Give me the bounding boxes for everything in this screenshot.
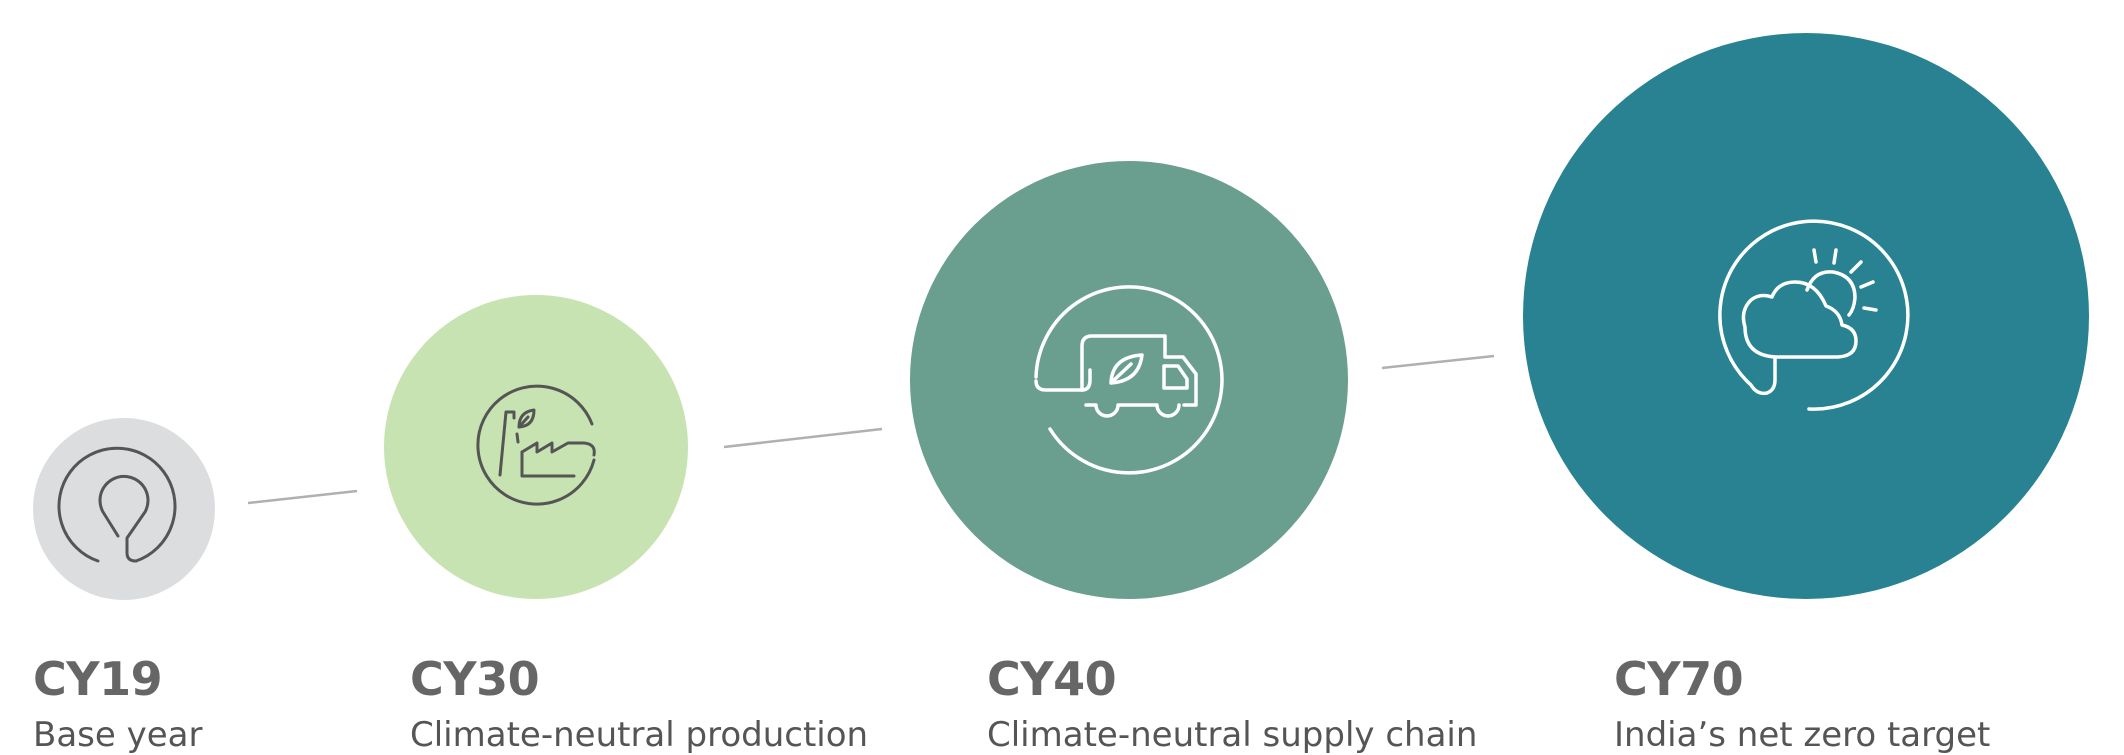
- milestone-caption: Base year: [33, 715, 203, 755]
- milestone-year: CY30: [410, 652, 540, 706]
- location-pin-icon: [57, 446, 177, 563]
- milestone-caption: Climate-neutral production: [410, 715, 869, 755]
- milestone-year: CY70: [1614, 652, 1744, 706]
- milestone-label-cy19: CY19 Base year: [33, 656, 202, 752]
- milestone-caption: India’s net zero target: [1614, 715, 1991, 755]
- green-truck-icon: [1034, 285, 1224, 475]
- milestone-label-cy70: CY70 India’s net zero target: [1614, 656, 1990, 752]
- milestone-year: CY19: [33, 652, 163, 706]
- cloud-sun-icon: [1718, 219, 1910, 411]
- green-factory-icon: [476, 384, 596, 506]
- milestone-label-cy30: CY30 Climate-neutral production: [410, 656, 868, 752]
- milestone-circle-cy40: [910, 161, 1348, 599]
- milestone-circle-cy30: [384, 295, 688, 599]
- connector-line: [247, 489, 358, 505]
- milestone-circle-cy70: [1523, 33, 2089, 599]
- connector-line: [1381, 354, 1495, 370]
- connector-line: [723, 427, 883, 449]
- milestone-caption: Climate-neutral supply chain: [987, 715, 1478, 755]
- milestone-label-cy40: CY40 Climate-neutral supply chain: [987, 656, 1477, 752]
- milestone-circle-cy19: [33, 418, 215, 600]
- milestone-year: CY40: [987, 652, 1117, 706]
